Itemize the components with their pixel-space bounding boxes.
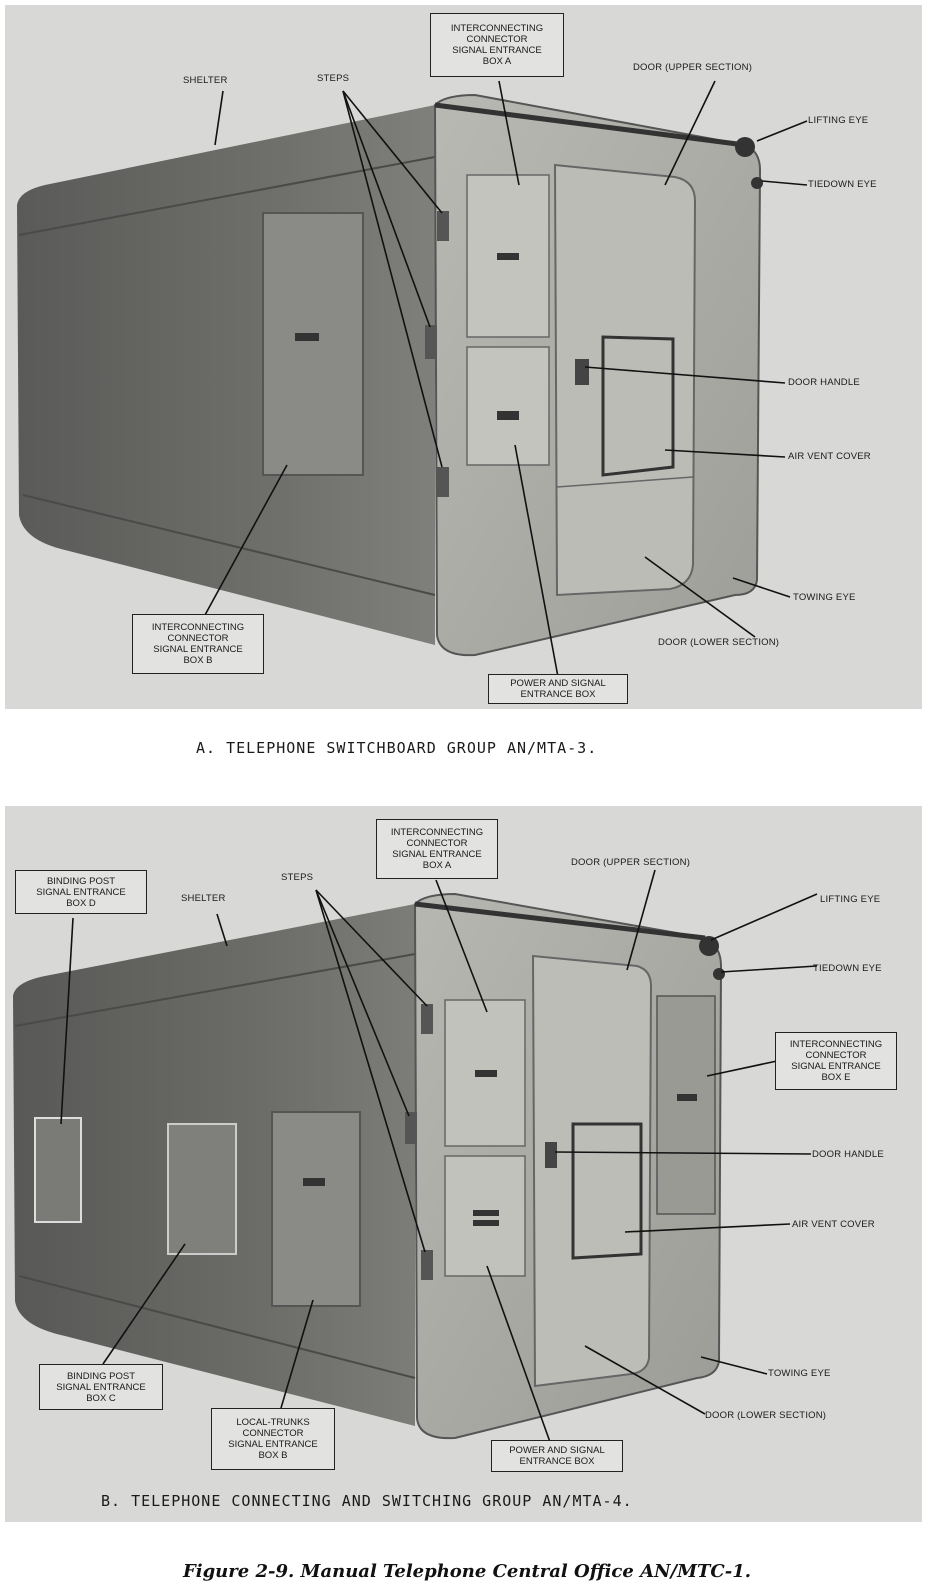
label-lifting-eye: LIFTING EYE [820,894,881,905]
label-door-lower: DOOR (LOWER SECTION) [658,637,780,648]
box-e-line: SIGNAL ENTRANCE [791,1061,881,1072]
caption-b: B. TELEPHONE CONNECTING AND SWITCHING GR… [101,1492,633,1510]
label-steps: STEPS [317,73,350,84]
box-e-line: INTERCONNECTING [789,1039,883,1050]
label-box-a: INTERCONNECTING CONNECTOR SIGNAL ENTRANC… [376,819,498,879]
label-box-a: INTERCONNECTING CONNECTOR SIGNAL ENTRANC… [430,13,564,77]
label-power-box: POWER AND SIGNAL ENTRANCE BOX [488,674,628,704]
label-power-box: POWER AND SIGNAL ENTRANCE BOX [491,1440,623,1472]
label-box-d: BINDING POST SIGNAL ENTRANCE BOX D [15,870,147,914]
box-e-line: BOX E [821,1072,851,1083]
label-box-c: BINDING POST SIGNAL ENTRANCE BOX C [39,1364,163,1410]
box-c-line: BINDING POST [66,1370,136,1382]
box-a-line: SIGNAL ENTRANCE [452,45,542,56]
label-box-b: LOCAL-TRUNKS CONNECTOR SIGNAL ENTRANCE B… [211,1408,335,1470]
box-c-panel [167,1123,237,1255]
box-e-line: CONNECTOR [805,1050,867,1061]
door-outline [531,954,653,1388]
label-air-vent-cover: AIR VENT COVER [792,1219,875,1230]
label-towing-eye: TOWING EYE [768,1368,831,1379]
box-b-line: CONNECTOR [167,633,229,644]
box-a-line: BOX A [482,56,512,67]
door-outline [553,163,697,597]
panel-a-photo: SHELTER STEPS INTERCONNECTING CONNECTOR … [5,5,922,709]
box-e-panel [656,995,716,1215]
leader-lines-b [60,869,818,1443]
label-door-handle: DOOR HANDLE [812,1149,884,1160]
power-box-line: POWER AND SIGNAL [510,678,606,689]
box-d-line: BOX D [66,897,96,909]
label-door-handle: DOOR HANDLE [788,377,860,388]
box-b-line: CONNECTOR [242,1428,304,1439]
shelter-a-illustration [17,80,808,678]
box-b-panel [262,212,364,476]
shelter-side-face [17,105,435,645]
box-a-line: CONNECTOR [406,838,468,849]
label-tiedown-eye: TIEDOWN EYE [813,963,882,974]
box-a-line: INTERCONNECTING [390,827,484,838]
label-steps: STEPS [281,872,314,883]
panel-b-photo: BINDING POST SIGNAL ENTRANCE BOX D SHELT… [5,806,922,1522]
box-a-line: BOX A [422,860,452,871]
label-door-lower: DOOR (LOWER SECTION) [705,1410,827,1421]
box-b-line: SIGNAL ENTRANCE [153,644,243,655]
label-towing-eye: TOWING EYE [793,592,856,603]
caption-a: A. TELEPHONE SWITCHBOARD GROUP AN/MTA-3. [196,739,598,757]
box-a-line: SIGNAL ENTRANCE [392,849,482,860]
power-box-panel [466,346,550,466]
shelter-b-illustration [13,869,818,1443]
power-box-line: ENTRANCE BOX [519,1456,595,1467]
label-shelter: SHELTER [183,75,228,86]
figure-caption: Figure 2-9. Manual Telephone Central Off… [182,1561,752,1582]
box-b-line: INTERCONNECTING [151,622,245,633]
label-shelter: SHELTER [181,893,226,904]
label-door-upper: DOOR (UPPER SECTION) [571,857,691,868]
box-d-line: SIGNAL ENTRANCE [36,886,126,898]
box-a-line: CONNECTOR [466,34,528,45]
box-b-panel [271,1111,361,1307]
box-b-line: LOCAL-TRUNKS [236,1417,310,1428]
power-box-line: POWER AND SIGNAL [509,1445,605,1456]
label-tiedown-eye: TIEDOWN EYE [808,179,877,190]
box-b-line: BOX B [258,1450,288,1461]
label-box-e: INTERCONNECTING CONNECTOR SIGNAL ENTRANC… [775,1032,897,1090]
power-box-line: ENTRANCE BOX [520,689,596,700]
label-box-b: INTERCONNECTING CONNECTOR SIGNAL ENTRANC… [132,614,264,674]
box-d-panel [34,1117,82,1223]
leader-lines-a [204,80,808,678]
box-b-line: SIGNAL ENTRANCE [228,1439,318,1450]
label-door-upper: DOOR (UPPER SECTION) [633,62,753,73]
box-c-line: SIGNAL ENTRANCE [56,1381,146,1393]
label-lifting-eye: LIFTING EYE [808,115,869,126]
label-air-vent-cover: AIR VENT COVER [788,451,871,462]
box-a-line: INTERCONNECTING [450,23,544,34]
box-b-line: BOX B [183,655,213,666]
box-d-line: BINDING POST [46,875,116,887]
box-c-line: BOX C [86,1392,116,1404]
